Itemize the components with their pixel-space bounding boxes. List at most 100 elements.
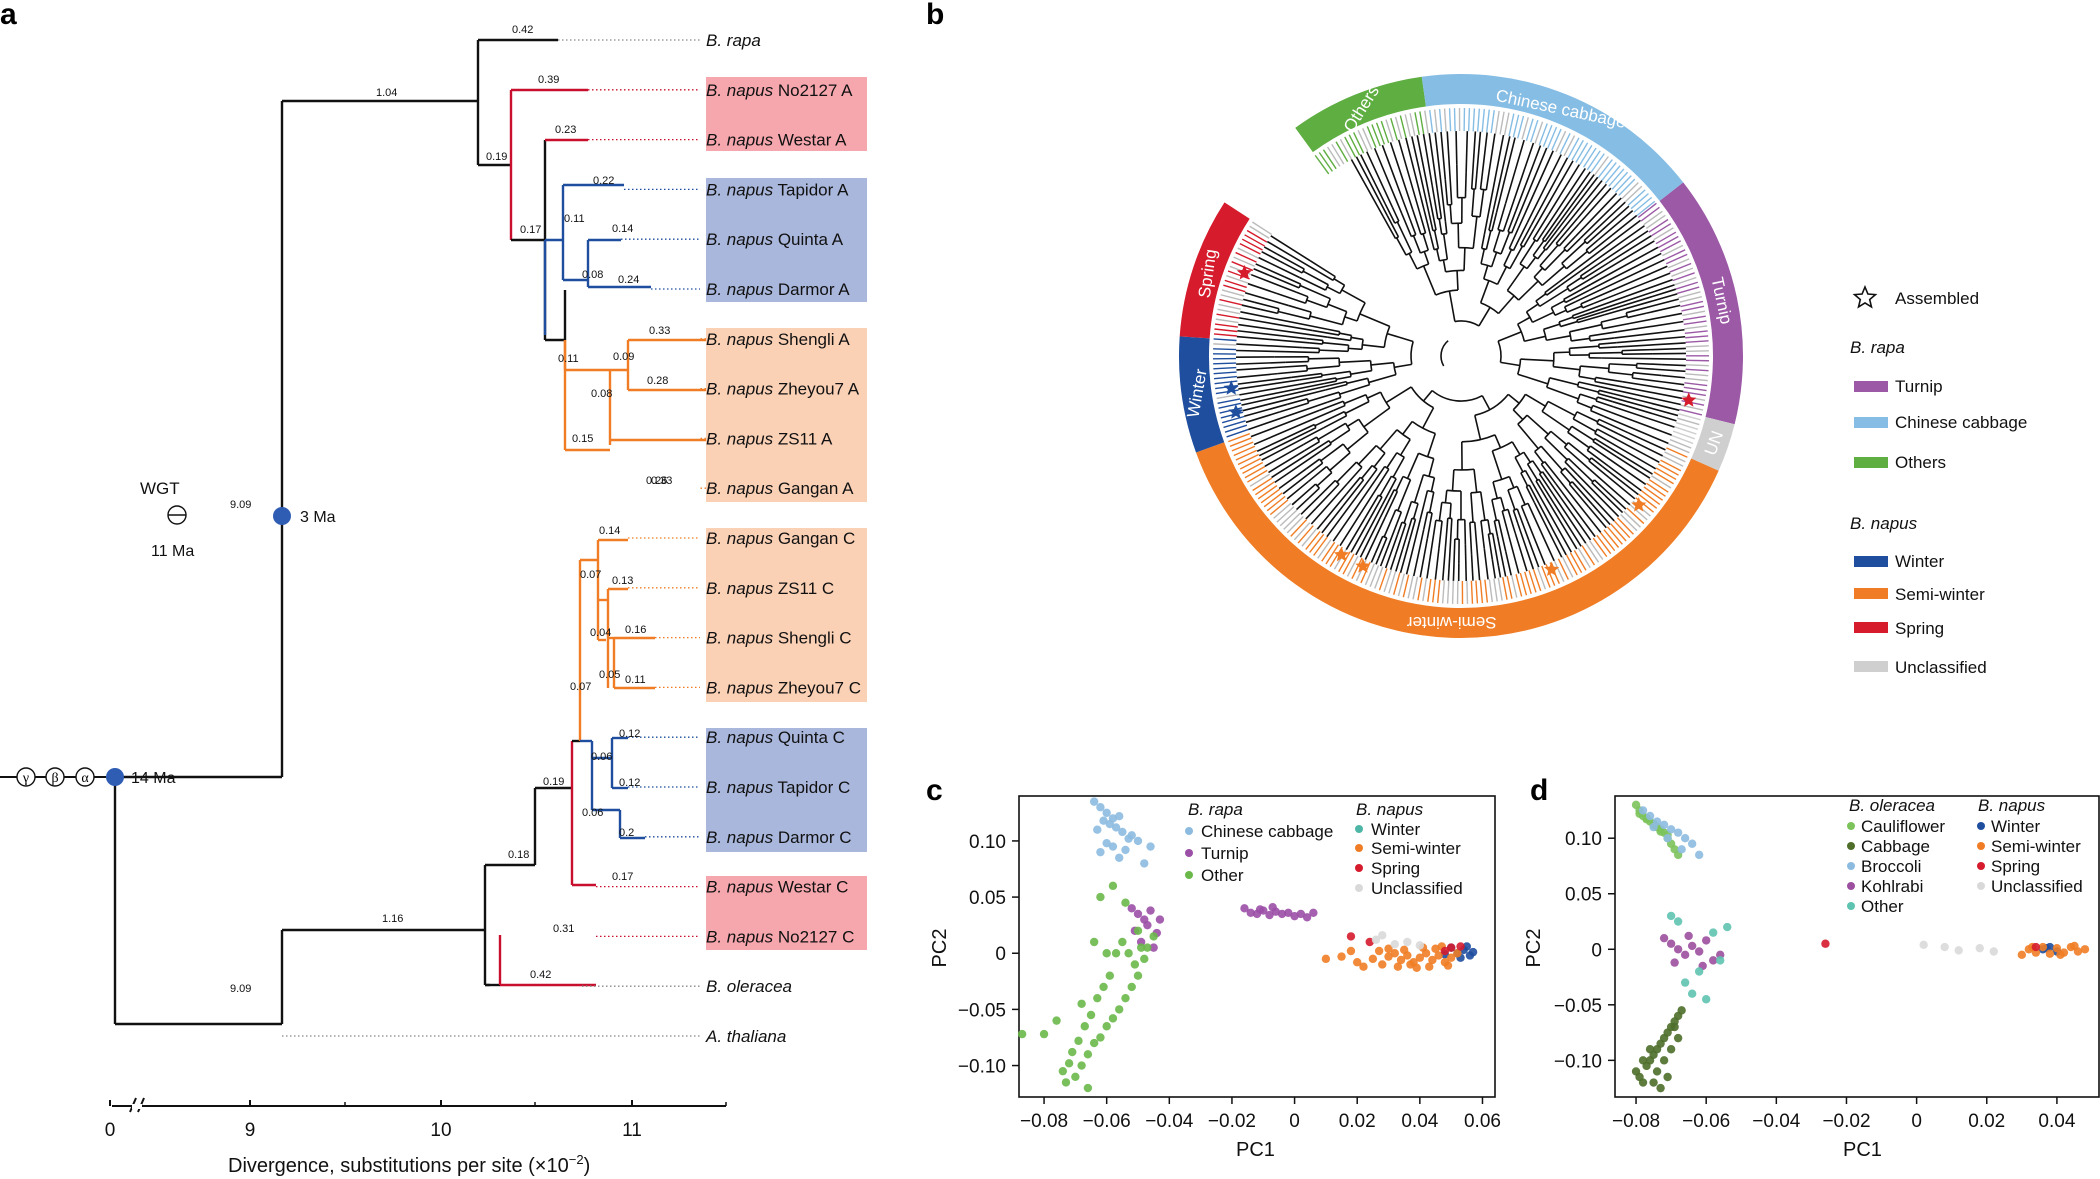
circ-branch bbox=[1589, 337, 1615, 342]
circ-branch bbox=[1532, 214, 1550, 240]
leaf-tick bbox=[1433, 109, 1438, 133]
circ-branch bbox=[1412, 503, 1419, 519]
circ-branch bbox=[1516, 486, 1526, 505]
leaf-tick bbox=[1559, 132, 1571, 155]
branch-length-label: 0.07 bbox=[570, 681, 591, 693]
scatter-point bbox=[1919, 940, 1928, 950]
scatter-point bbox=[1143, 920, 1152, 930]
circ-branch bbox=[1277, 369, 1308, 375]
leaf-tick bbox=[1242, 461, 1264, 474]
circ-branch bbox=[1323, 415, 1347, 429]
leaf-tick bbox=[1228, 433, 1251, 443]
scatter-point bbox=[1709, 956, 1718, 965]
circ-branch bbox=[1565, 250, 1588, 270]
circ-branch bbox=[1589, 468, 1631, 506]
leaf-tick bbox=[1317, 539, 1332, 559]
branch-length-label: 0.11 bbox=[625, 674, 646, 686]
circ-branch bbox=[1541, 471, 1562, 499]
leaf-tick bbox=[1397, 573, 1405, 597]
leaf-tick bbox=[1675, 281, 1698, 290]
circ-branch bbox=[1567, 442, 1591, 461]
circ-branch bbox=[1320, 443, 1344, 462]
leaf-tick bbox=[1344, 136, 1357, 158]
scatter-point bbox=[2056, 950, 2065, 960]
circ-branch bbox=[1619, 453, 1653, 475]
leaf-tick bbox=[1530, 119, 1539, 143]
circ-branch bbox=[1532, 240, 1545, 256]
scatter-point bbox=[1061, 1078, 1071, 1087]
circ-branch bbox=[1553, 503, 1582, 547]
circ-branch bbox=[1531, 482, 1573, 553]
leaf-tick bbox=[1331, 143, 1345, 165]
leaf-tick bbox=[1621, 182, 1639, 200]
scatter-point bbox=[1309, 908, 1318, 918]
circ-branch bbox=[1558, 219, 1641, 283]
scatter-point bbox=[1677, 1006, 1686, 1015]
circ-branch bbox=[1401, 517, 1413, 550]
scatter-point bbox=[1673, 828, 1683, 837]
circ-branch bbox=[1543, 323, 1561, 331]
circ-branch bbox=[1507, 210, 1517, 232]
branch-length-label: 0.11 bbox=[558, 353, 579, 365]
circ-branch bbox=[1590, 457, 1604, 468]
branch-length-label: 0.04 bbox=[590, 627, 611, 639]
circ-branch bbox=[1607, 363, 1611, 373]
x-tick-label: −0.04 bbox=[1145, 1111, 1194, 1132]
circ-branch bbox=[1526, 154, 1562, 224]
circ-branch bbox=[1350, 517, 1371, 553]
circ-branch bbox=[1596, 428, 1618, 441]
circ-branch bbox=[1439, 258, 1448, 262]
leaf-tick bbox=[1672, 272, 1695, 282]
leaf-tick bbox=[1362, 128, 1373, 150]
leaf-tick bbox=[1255, 481, 1275, 496]
polyploidy-events: γ β α bbox=[0, 767, 106, 787]
leaf-tick bbox=[1239, 457, 1262, 470]
circ-branch bbox=[1470, 171, 1474, 189]
legend-semiwinter: Semi-winter bbox=[1895, 585, 1985, 604]
branch-length-label: 0.11 bbox=[564, 213, 585, 225]
x-tick-label: −0.08 bbox=[1612, 1111, 1660, 1132]
circ-branch bbox=[1577, 385, 1599, 393]
circ-branch bbox=[1284, 263, 1303, 274]
circ-branch bbox=[1369, 496, 1383, 519]
leaf-tick bbox=[1342, 553, 1355, 575]
pca-c-legend: B. rapa Chinese cabbage Turnip Other B. … bbox=[1185, 800, 1463, 898]
circ-branch bbox=[1379, 475, 1393, 497]
leaf-tick bbox=[1314, 154, 1330, 175]
leaf-tick bbox=[1681, 399, 1705, 406]
leaf-tick bbox=[1679, 408, 1703, 416]
circ-branch bbox=[1612, 405, 1675, 428]
leaf-tick bbox=[1684, 330, 1708, 334]
pca-d-ylabel: PC2 bbox=[1523, 929, 1545, 968]
scatter-point bbox=[2038, 942, 2048, 952]
circ-branch bbox=[1441, 501, 1452, 505]
circ-branch bbox=[1594, 428, 1598, 434]
leaf-tick bbox=[1231, 261, 1254, 272]
leaf-tick bbox=[1651, 475, 1672, 489]
x-tick-label: −0.06 bbox=[1682, 1111, 1730, 1132]
leaf-tick bbox=[1561, 556, 1574, 578]
circ-branch bbox=[1564, 467, 1586, 491]
leaf-tick bbox=[1399, 115, 1407, 138]
circ-branch bbox=[1553, 365, 1581, 371]
leaf-tick bbox=[1404, 114, 1412, 137]
circ-branch bbox=[1601, 357, 1686, 360]
scatter-point bbox=[1670, 958, 1679, 967]
circ-branch bbox=[1607, 465, 1642, 492]
circ-branch bbox=[1580, 365, 1609, 370]
circ-branch bbox=[1487, 519, 1492, 534]
circ-branch bbox=[1243, 298, 1255, 304]
circ-branch bbox=[1392, 362, 1397, 375]
leaf-tick bbox=[1213, 366, 1237, 370]
branch-length-label: 0.19 bbox=[543, 776, 564, 788]
y-tick-label: −0.05 bbox=[1554, 996, 1602, 1017]
circ-branch bbox=[1278, 468, 1307, 490]
circ-branch bbox=[1526, 256, 1537, 270]
circ-branch bbox=[1287, 397, 1308, 405]
scatter-point bbox=[1687, 989, 1697, 998]
legend-others: Others bbox=[1895, 453, 1946, 472]
circ-branch bbox=[1599, 201, 1626, 227]
leaf-tick bbox=[1685, 368, 1709, 372]
circ-branch bbox=[1238, 379, 1300, 390]
leaf-tick bbox=[1655, 467, 1677, 481]
